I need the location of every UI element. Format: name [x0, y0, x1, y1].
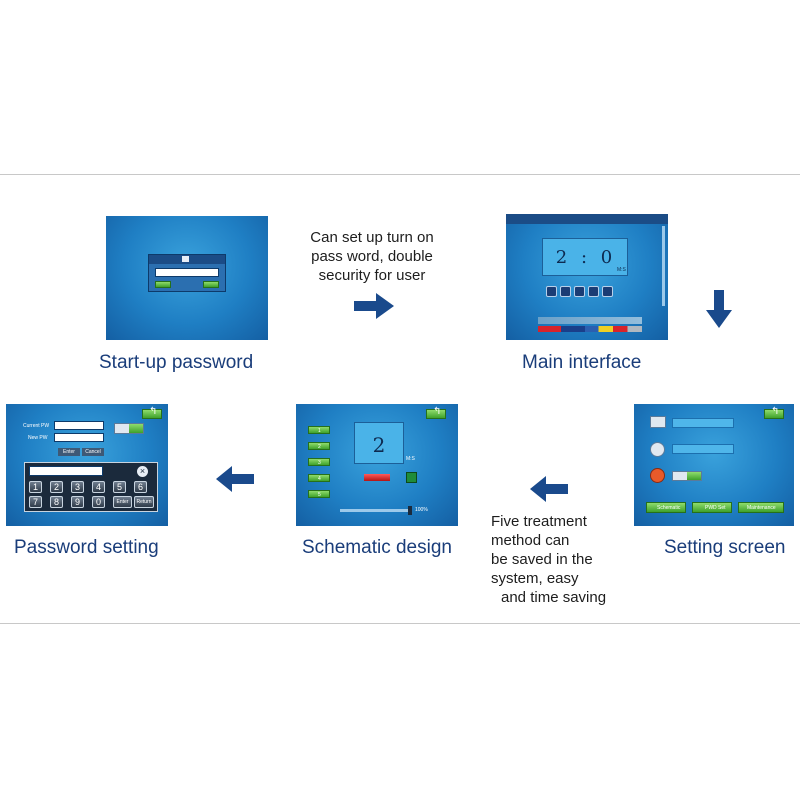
- sound-icon: [650, 468, 665, 483]
- caption-main-interface: Main interface: [522, 352, 642, 373]
- key-7[interactable]: 7: [29, 496, 42, 508]
- key-0[interactable]: 0: [92, 496, 105, 508]
- key-1[interactable]: 1: [29, 481, 42, 493]
- timer-display: 2 : 0 M:S: [542, 238, 628, 276]
- setting-back-button[interactable]: [764, 406, 784, 419]
- arrow-left-icon: [530, 476, 568, 502]
- schematic-design-screen: 1 2 3 4 5 2 M:S 100%: [296, 404, 458, 526]
- schematic-slider[interactable]: [340, 509, 412, 512]
- keypad: × 1 2 3 4 5 6 7 8 9 0 Enter Return: [24, 462, 158, 512]
- setting-screen: Schematic PWD Set Maintenance: [634, 404, 794, 526]
- clock-icon: [650, 442, 665, 457]
- caption-password-setting: Password setting: [14, 537, 159, 558]
- method-button-2[interactable]: 2: [308, 442, 330, 450]
- keypad-enter-button[interactable]: Enter: [113, 496, 132, 508]
- mode-tabs[interactable]: [538, 317, 642, 324]
- lock-icon: [182, 256, 189, 262]
- power-button[interactable]: [602, 286, 613, 297]
- pwd-set-button[interactable]: PWD Set: [692, 502, 732, 513]
- note-password-security: Can set up turn on pass word, double sec…: [310, 229, 434, 284]
- startup-enter-button[interactable]: [203, 281, 219, 288]
- schematic-slider-handle[interactable]: [408, 506, 412, 515]
- pw-toggle[interactable]: [114, 423, 144, 434]
- key-9[interactable]: 9: [71, 496, 84, 508]
- schematic-value: 2: [372, 433, 386, 457]
- startup-password-input[interactable]: [155, 268, 219, 277]
- schematic-back-button[interactable]: [426, 406, 446, 419]
- key-2[interactable]: 2: [50, 481, 63, 493]
- main-title-bar: [506, 214, 668, 224]
- new-pw-field[interactable]: [54, 433, 104, 442]
- login-dialog: [148, 254, 226, 292]
- slider-value: 100%: [415, 507, 428, 513]
- arrow-down-icon: [706, 290, 732, 328]
- key-6[interactable]: 6: [134, 481, 147, 493]
- pw-enter-button[interactable]: Enter: [58, 448, 80, 456]
- timer-value: 2 : 0: [555, 247, 617, 268]
- schematic-value-display: 2: [354, 422, 404, 464]
- play-button[interactable]: [546, 286, 557, 297]
- record-button[interactable]: [588, 286, 599, 297]
- keypad-display: [29, 466, 103, 476]
- screen-settings-icon: [650, 416, 666, 428]
- diagram-frame: [0, 174, 800, 624]
- startup-password-screen: [106, 216, 268, 340]
- caption-setting-screen: Setting screen: [664, 537, 786, 558]
- key-4[interactable]: 4: [92, 481, 105, 493]
- stop-button[interactable]: [574, 286, 585, 297]
- clear-icon[interactable]: ×: [137, 466, 148, 477]
- keypad-return-button[interactable]: Return: [134, 496, 154, 508]
- sound-toggle[interactable]: [672, 471, 702, 481]
- caption-startup-password: Start-up password: [99, 352, 254, 373]
- method-button-3[interactable]: 3: [308, 458, 330, 466]
- schematic-green-indicator: [406, 472, 417, 483]
- password-back-button[interactable]: [142, 406, 162, 419]
- schematic-button[interactable]: Schematic: [646, 502, 686, 513]
- schematic-red-button[interactable]: [364, 474, 390, 481]
- note-treatment-methods: Five treatment method can be saved in th…: [491, 513, 607, 606]
- key-5[interactable]: 5: [113, 481, 126, 493]
- caption-schematic-design: Schematic design: [302, 537, 452, 558]
- current-pw-label: Current PW: [23, 423, 50, 429]
- mode-color-bar: [538, 326, 642, 332]
- setting-field-2[interactable]: [672, 444, 734, 454]
- password-setting-screen: Current PW New PW Enter Cancel × 1 2 3 4…: [6, 404, 168, 526]
- main-interface-screen: 2 : 0 M:S: [506, 214, 668, 340]
- key-3[interactable]: 3: [71, 481, 84, 493]
- pw-cancel-button[interactable]: Cancel: [82, 448, 104, 456]
- main-scrollbar[interactable]: [662, 226, 665, 306]
- arrow-left-icon: [216, 466, 254, 492]
- new-pw-label: New PW: [28, 435, 48, 441]
- startup-ok-button[interactable]: [155, 281, 171, 288]
- pause-button[interactable]: [560, 286, 571, 297]
- maintenance-button[interactable]: Maintenance: [738, 502, 784, 513]
- schematic-value-unit: M:S: [406, 456, 415, 462]
- setting-field-1[interactable]: [672, 418, 734, 428]
- method-button-4[interactable]: 4: [308, 474, 330, 482]
- method-button-1[interactable]: 1: [308, 426, 330, 434]
- timer-unit: M:S: [617, 267, 626, 273]
- method-button-5[interactable]: 5: [308, 490, 330, 498]
- current-pw-field[interactable]: [54, 421, 104, 430]
- key-8[interactable]: 8: [50, 496, 63, 508]
- arrow-right-icon: [354, 293, 394, 319]
